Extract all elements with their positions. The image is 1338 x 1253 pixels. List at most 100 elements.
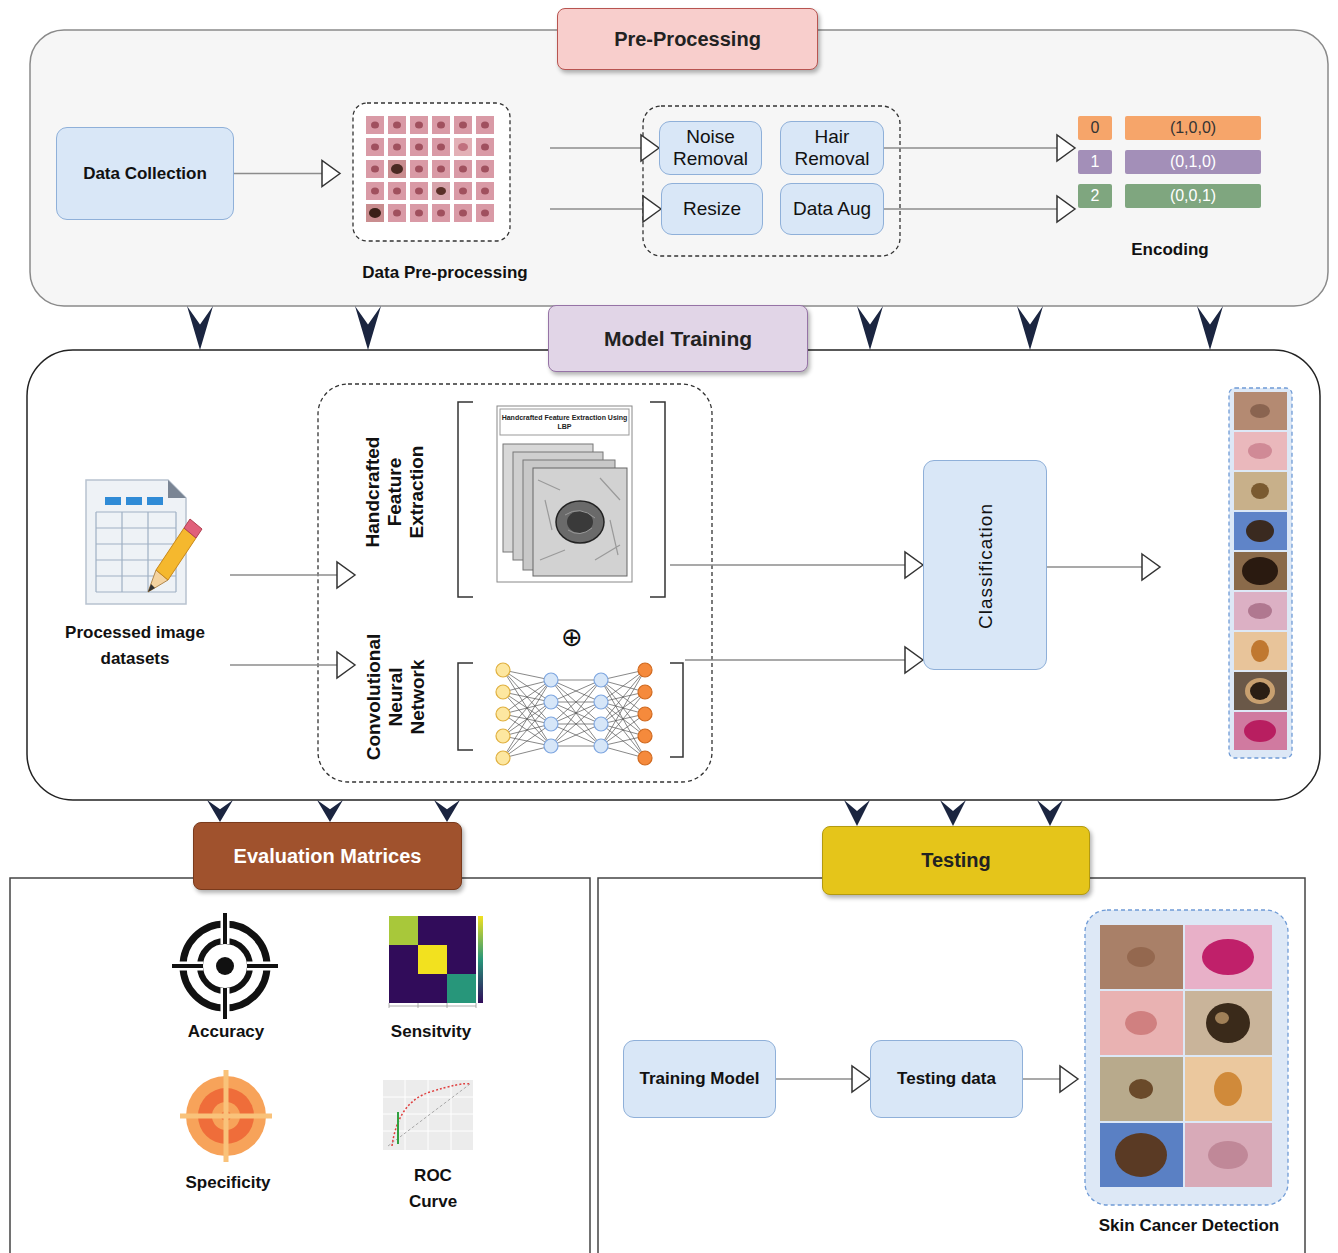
encoding-group: Encoding0(1,0,0)1(0,1,0)2(0,0,1) xyxy=(1075,113,1265,263)
detected-lesion-grid xyxy=(1125,1011,1157,1035)
lbp-feature-image xyxy=(533,468,627,576)
chevron-head xyxy=(355,306,381,350)
classified-image-strip xyxy=(1246,520,1274,542)
one-hot-code: (1,0,0) xyxy=(1125,116,1261,140)
box-label: Training Model xyxy=(640,1069,760,1089)
chevron-head xyxy=(1017,306,1043,350)
box-label: (0,1,0) xyxy=(1170,153,1216,171)
confusion-matrix-icon xyxy=(478,916,483,1003)
spreadsheet-icon xyxy=(86,480,186,604)
arrow-head xyxy=(337,652,355,678)
detected-lesion-grid xyxy=(1100,925,1183,989)
process-box: Training Model xyxy=(623,1040,776,1118)
neural-network-icon xyxy=(638,751,652,765)
arrow-head xyxy=(852,1066,870,1092)
stage-title: Testing xyxy=(822,826,1090,895)
node-caption: Data Pre-processing xyxy=(340,260,550,286)
process-box: Hair Removal xyxy=(780,121,884,175)
flow-connector xyxy=(776,1066,870,1092)
lesion-thumbnail-grid xyxy=(432,182,450,200)
accuracy-icon xyxy=(172,913,278,1019)
process-box: Testing data xyxy=(870,1040,1023,1118)
neural-network-icon xyxy=(638,729,652,743)
detected-lesion-grid xyxy=(1202,939,1254,975)
flow-connector xyxy=(550,135,659,161)
one-hot-code: (0,0,1) xyxy=(1125,184,1261,208)
metric-label: Sensitvity xyxy=(361,1020,501,1044)
detected-lesion-grid xyxy=(1185,925,1272,989)
lbp-feature-image xyxy=(556,501,604,543)
roc-curve-icon xyxy=(392,1084,470,1146)
classified-image-strip xyxy=(1245,678,1275,704)
detected-lesion-grid xyxy=(1129,1079,1153,1099)
classified-image-strip xyxy=(1248,603,1272,619)
neural-network-icon xyxy=(544,739,558,753)
neural-network-icon xyxy=(496,729,510,743)
lesion-thumbnail-grid xyxy=(366,116,494,222)
flow-connector xyxy=(230,652,355,678)
arrow-head xyxy=(322,161,340,187)
one-hot-code: (0,1,0) xyxy=(1125,150,1261,174)
rotated-label: Handcrafted Feature Extraction xyxy=(362,427,428,557)
image-caption: Handcrafted Feature Extraction Using LBP xyxy=(500,409,629,435)
detected-lesion-grid xyxy=(1085,910,1288,1205)
spreadsheet-icon xyxy=(96,512,176,592)
spreadsheet-icon xyxy=(184,519,202,538)
stage-title: Model Training xyxy=(548,305,808,372)
detected-lesion-grid xyxy=(1100,1123,1183,1187)
flow-connector xyxy=(1023,1066,1078,1092)
arrow-head xyxy=(905,552,923,578)
neural-network-icon xyxy=(496,685,510,699)
connector-line xyxy=(884,208,1057,209)
metric-label: ROC Curve xyxy=(398,1163,468,1215)
neural-network-icon xyxy=(638,663,652,765)
feature-branch: Handcrafted Feature Extraction Handcrafte… xyxy=(355,395,670,605)
arrow-head xyxy=(643,196,661,222)
class-index: 0 xyxy=(1078,116,1112,140)
image-group: Skin Cancer Detection xyxy=(1078,908,1300,1243)
lbp-feature-image xyxy=(458,402,665,597)
metric-label: Accuracy xyxy=(156,1020,296,1044)
stage-panel: Pre-ProcessingData CollectionData Pre-pr… xyxy=(30,8,1328,306)
lbp-feature-image xyxy=(565,511,595,534)
lesion-thumbnail-grid xyxy=(454,138,472,156)
lbp-feature-image xyxy=(458,402,665,597)
flow-connector xyxy=(884,196,1075,222)
confusion-matrix-icon xyxy=(389,974,418,1003)
classified-image-strip xyxy=(1251,640,1269,662)
specificity-icon xyxy=(180,1070,272,1162)
flow-connector xyxy=(670,552,923,578)
arrow-head xyxy=(1057,135,1075,161)
neural-network-icon xyxy=(503,670,645,758)
spreadsheet-icon xyxy=(147,497,163,505)
detected-lesion-grid xyxy=(1100,1057,1183,1121)
chevron-head xyxy=(857,306,883,350)
dashed-group xyxy=(318,384,712,782)
roc-curve-icon xyxy=(383,1080,473,1150)
arrow-head xyxy=(905,647,923,673)
flow-connector xyxy=(230,562,355,588)
combine-symbol: ⊕ xyxy=(556,620,588,654)
classified-image-strip xyxy=(1234,712,1287,750)
neural-network-icon xyxy=(594,695,608,709)
lesion-thumbnail-grid xyxy=(388,160,406,178)
process-box: Resize xyxy=(661,183,763,235)
detected-lesion-grid xyxy=(1185,991,1272,1055)
arrow-head xyxy=(337,562,355,588)
lbp-feature-image xyxy=(500,409,629,435)
connector-line xyxy=(1023,1078,1060,1079)
chevron-head xyxy=(1197,306,1223,350)
neural-network-icon xyxy=(458,663,683,757)
neural-network-icon xyxy=(594,673,608,687)
box-label: Data Aug xyxy=(793,198,871,220)
flow-connector xyxy=(550,196,661,222)
dataset-icon-group: Processed image datasets xyxy=(40,475,230,675)
neural-network-icon xyxy=(496,663,510,677)
lesion-thumbnail-grid xyxy=(369,208,381,218)
connector-line xyxy=(670,564,905,565)
rotated-label: Classification xyxy=(975,471,997,661)
stage-panel: Model TrainingProcessed image datasetsHa… xyxy=(27,350,1320,800)
roc-curve-icon xyxy=(383,1080,473,1150)
classified-image-strip xyxy=(1244,720,1276,742)
